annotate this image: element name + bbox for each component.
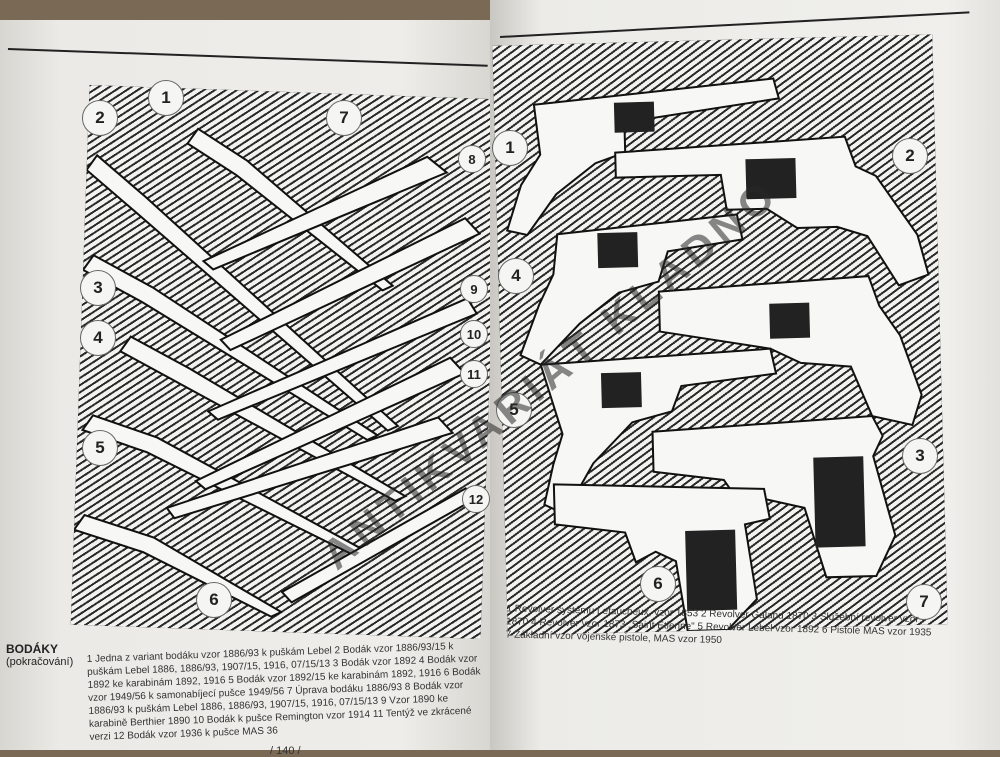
revolver-5: [539, 347, 778, 516]
badge-r5: 5: [496, 392, 532, 428]
revolvers-illustration: [492, 34, 948, 636]
badge-6: 6: [196, 582, 232, 618]
left-page: 1 2 3 4 5 6 7 8 9 10 11 12 BODÁKY (pokra…: [0, 20, 500, 757]
left-caption: 1 Jedna z variant bodáku vzor 1886/93 k …: [86, 641, 481, 743]
cylinder-4: [597, 232, 639, 269]
badge-r7: 7: [906, 584, 942, 620]
badge-12: 12: [462, 485, 490, 513]
bayonet-7: [201, 155, 449, 271]
badge-r2: 2: [892, 138, 928, 174]
cylinder-5: [600, 372, 642, 409]
bayonet-10: [193, 356, 467, 491]
cylinder-2: [745, 157, 797, 200]
caption-subtitle: (pokračování): [6, 656, 74, 668]
badge-5: 5: [82, 430, 118, 466]
badge-9: 9: [460, 275, 488, 303]
revolver-1: [505, 77, 781, 237]
badge-7: 7: [326, 100, 362, 136]
badge-3: 3: [80, 270, 116, 306]
bayonet-8: [219, 216, 482, 352]
badge-4: 4: [80, 320, 116, 356]
top-rule: [7, 48, 488, 67]
badge-r1: 1: [492, 130, 528, 166]
badge-1: 1: [148, 80, 184, 116]
bayonets-illustration: [70, 85, 500, 639]
badge-8: 8: [458, 145, 486, 173]
badge-2: 2: [82, 100, 118, 136]
badge-r3: 3: [902, 438, 938, 474]
badge-11: 11: [460, 360, 488, 388]
bayonet-1: [186, 127, 395, 292]
revolver-3-upper: [657, 275, 923, 427]
bayonets-drawing: [72, 127, 482, 618]
bayonet-11: [165, 416, 455, 520]
badge-10: 10: [460, 320, 488, 348]
cylinder-1: [613, 101, 655, 133]
caption-title: BODÁKY: [6, 642, 59, 656]
revolver-4: [519, 213, 744, 366]
revolvers-drawing: [505, 77, 930, 632]
cylinder-3: [769, 302, 811, 339]
badge-r4: 4: [498, 258, 534, 294]
revolver-2: [614, 135, 930, 287]
bayonet-9: [206, 297, 479, 421]
grip-6: [685, 529, 738, 611]
badge-r6: 6: [640, 566, 676, 602]
grip-7: [813, 456, 866, 548]
page-number: / 140 /: [270, 745, 301, 757]
bayonet-6: [72, 513, 284, 618]
